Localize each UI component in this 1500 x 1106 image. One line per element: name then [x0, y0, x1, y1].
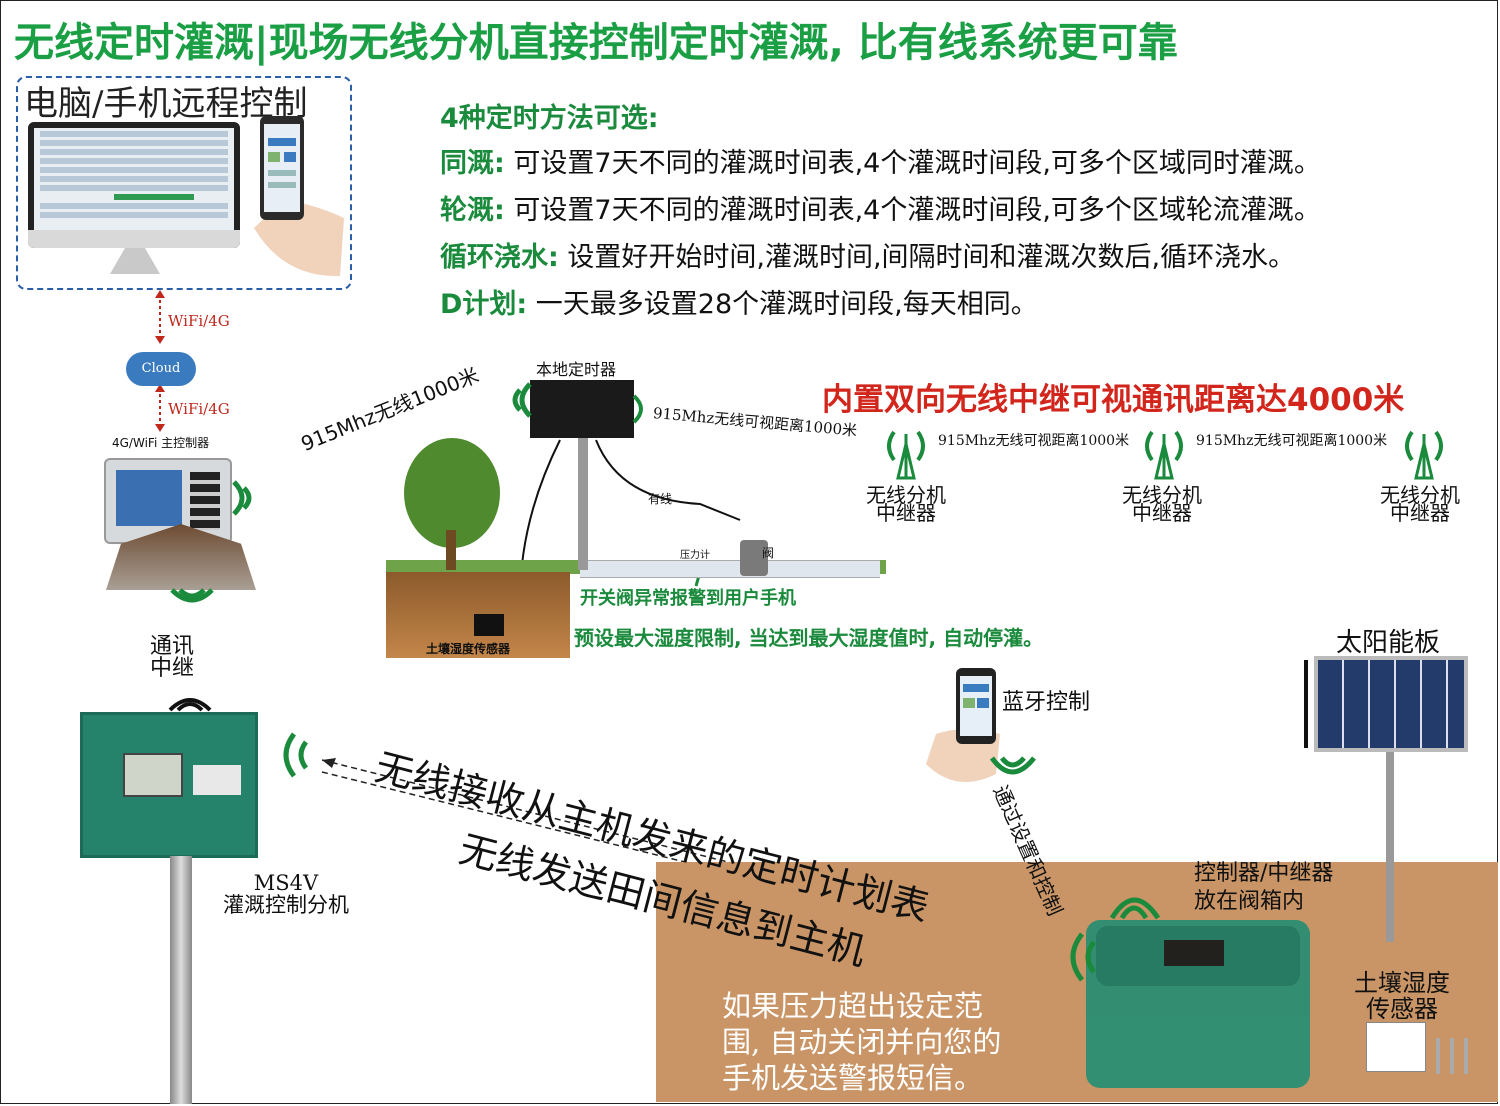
method-item: 循环浇水: 设置好开始时间,灌溉时间,间隔时间和灌溉次数后,循环浇水。	[440, 242, 1296, 273]
sensor-probes-icon	[1436, 1038, 1468, 1074]
valve-label: 阀	[762, 546, 775, 560]
methods-heading: 4种定时方法可选:	[440, 103, 659, 134]
local-timer-label: 本地定时器	[536, 360, 617, 379]
soil-sensor-label: 土壤湿度传感器	[426, 642, 511, 656]
solar-panel-label: 太阳能板	[1336, 628, 1441, 658]
timing-methods-panel: 4种定时方法可选: 同溉: 可设置7天不同的灌溉时间表,4个灌溉时间段,可多个区…	[440, 96, 1321, 329]
valve-image	[740, 540, 768, 576]
soil-sensor-image	[474, 614, 504, 636]
controller-lcd	[116, 470, 182, 526]
tree-trunk	[446, 530, 456, 570]
valve-box-line1: 控制器/中继器	[1194, 861, 1334, 886]
relay-tower-icon	[887, 430, 925, 480]
soil-sensor-2-image	[1366, 1022, 1426, 1072]
relay-tower-icon	[1145, 430, 1183, 480]
method-item: 轮溉: 可设置7天不同的灌溉时间表,4个灌溉时间段,可多个区域轮流灌溉。	[440, 195, 1321, 226]
timer-pole	[578, 438, 588, 570]
valve-box-line2: 放在阀箱内	[1194, 889, 1305, 914]
relay-link-label-2: 915Mhz无线可视距离1000米	[1196, 433, 1388, 449]
alarm-note: 开关阀异常报警到用户手机	[580, 588, 796, 609]
relay-label: 无线分机 中继器	[1380, 483, 1460, 525]
valve-box-label: 控制器/中继器 放在阀箱内	[1194, 860, 1333, 916]
relay-station-label: 通讯 中继	[150, 636, 194, 680]
solar-pole	[1386, 752, 1394, 942]
signal-waves-icon	[989, 756, 1036, 775]
signal-waves-icon	[170, 588, 214, 603]
signal-waves-icon	[283, 732, 309, 778]
water-pipe	[580, 560, 880, 578]
controller-keypad	[190, 472, 220, 530]
title-separator: |	[254, 20, 269, 66]
relay-link-label-1: 915Mhz无线可视距离1000米	[938, 433, 1130, 449]
bluetooth-label: 蓝牙控制	[1002, 690, 1091, 715]
relay-label: 无线分机 中继器	[866, 483, 946, 525]
signal-waves-icon	[232, 480, 252, 516]
wired-label: 有线	[648, 492, 673, 506]
title-rest: 现场无线分机直接控制定时灌溉, 比有线系统更可靠	[268, 20, 1178, 66]
remote-control-box	[16, 76, 352, 290]
signal-waves-icon	[168, 698, 212, 712]
pressure-gauge-label: 压力计	[680, 550, 710, 561]
valve-box-image	[1086, 920, 1310, 1088]
wifi-link-top-label: WiFi/4G	[168, 312, 230, 330]
substation-label: MS4V 灌溉控制分机	[196, 872, 376, 916]
relay-chain-headline: 内置双向无线中继可视通讯距离达4000米	[822, 382, 1405, 418]
title-main: 无线定时灌溉	[14, 20, 254, 66]
pressure-note-line2: 围, 自动关闭并向您的	[722, 1025, 1002, 1059]
remote-control-label: 电脑/手机远程控制	[24, 84, 308, 124]
relay-station-line2: 中继	[150, 656, 195, 681]
page-title: 无线定时灌溉|现场无线分机直接控制定时灌溉, 比有线系统更可靠	[14, 10, 1178, 68]
soil-sensor-2-label: 土壤湿度 传感器	[1354, 970, 1450, 1022]
cabinet-pole	[170, 856, 192, 1104]
signal-waves-icon	[512, 382, 532, 418]
substation-model: MS4V	[253, 871, 319, 895]
pressure-note-line3: 手机发送警报短信。	[722, 1061, 984, 1095]
soil-sensor-2-line1: 土壤湿度	[1354, 969, 1450, 997]
antenna-icon	[1304, 660, 1308, 748]
valve-box-controller	[1164, 940, 1224, 966]
substation-name: 灌溉控制分机	[223, 893, 349, 917]
cabinet-lcd	[123, 753, 183, 797]
signal-waves-icon	[1070, 932, 1097, 982]
soil-sensor-2-line2: 传感器	[1366, 995, 1438, 1023]
desktop-monitor-image	[28, 122, 240, 248]
tree-image	[404, 438, 500, 548]
ms4v-cabinet-image	[80, 712, 258, 858]
main-controller-label: 4G/WiFi 主控制器	[112, 436, 210, 450]
monitor-screen	[34, 128, 234, 230]
solar-panel-image	[1314, 656, 1468, 752]
cloud-icon: Cloud	[126, 352, 196, 386]
monitor-chin	[28, 230, 240, 248]
cabinet-nameplate	[193, 765, 241, 795]
signal-waves-icon	[632, 394, 643, 424]
method-item: 同溉: 可设置7天不同的灌溉时间表,4个灌溉时间段,可多个区域同时灌溉。	[440, 148, 1321, 179]
pressure-note-line1: 如果压力超出设定范	[722, 989, 984, 1023]
signal-waves-icon	[1109, 897, 1161, 920]
relay-tower-icon	[1405, 430, 1443, 480]
local-timer-image	[530, 380, 634, 438]
method-item: D计划: 一天最多设置28个灌溉时间段,每天相同。	[440, 289, 1038, 320]
pressure-note: 如果压力超出设定范 围, 自动关闭并向您的 手机发送警报短信。	[722, 988, 1001, 1096]
wifi-link-bottom-label: WiFi/4G	[168, 400, 230, 418]
humidity-limit-note: 预设最大湿度限制, 当达到最大湿度值时, 自动停灌。	[574, 626, 1044, 650]
phone-in-hand-image	[254, 116, 344, 277]
relay-label: 无线分机 中继器	[1122, 483, 1202, 525]
bluetooth-phone-image	[926, 668, 1000, 782]
field-soil-area	[656, 862, 1498, 1102]
relay-station-line1: 通讯	[150, 634, 195, 659]
